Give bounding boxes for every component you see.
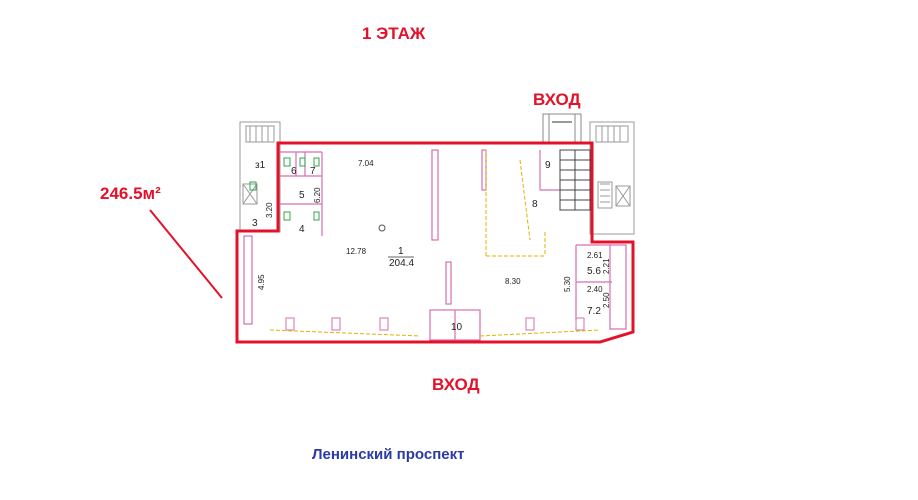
room-10-number: 10 (451, 322, 463, 333)
room-5-number: 5 (299, 190, 305, 201)
room-4-number: 4 (299, 224, 305, 235)
wc-2-area: 7.2 (587, 306, 601, 317)
interior-walls (243, 149, 627, 341)
room-9-number: 9 (545, 160, 551, 171)
dim-221-label: 2.21 (602, 258, 611, 274)
room-3-number: 3 (252, 218, 258, 229)
column-symbol (378, 224, 386, 232)
dim-top-label: 7.04 (358, 159, 374, 168)
neighbour-right (589, 121, 635, 235)
street-name-label: Ленинский проспект (312, 446, 465, 463)
room-z1-label: з1 (255, 160, 266, 171)
premises-outline (235, 141, 635, 344)
neighbour-left (239, 121, 281, 233)
total-area-label: 246.5м² (100, 184, 161, 203)
wc-1-area: 5.6 (587, 266, 601, 277)
entry-label-top: ВХОД (533, 90, 581, 109)
facade-columns (285, 317, 585, 331)
dim-261-label: 2.61 (587, 251, 603, 260)
area-leader-line (149, 209, 223, 299)
top-entry-vestibule (542, 113, 582, 145)
dim-mid-label: 12.78 (346, 247, 367, 256)
dimension-lines (269, 150, 601, 337)
sanitary-fixtures (249, 157, 320, 221)
dim-495-label: 4.95 (257, 274, 266, 290)
entry-label-bottom: ВХОД (432, 375, 480, 394)
dim-250-label: 2.50 (602, 292, 611, 308)
dim-320-label: 3.20 (265, 202, 274, 218)
dim-240-label: 2.40 (587, 285, 603, 294)
room-6-number: 6 (291, 166, 297, 177)
dim-830-label: 8.30 (505, 277, 521, 286)
room-8-number: 8 (532, 199, 538, 210)
room-1-area: 204.4 (389, 258, 414, 269)
floor-title: 1 ЭТАЖ (362, 24, 426, 43)
room-1-number: 1 (398, 246, 404, 257)
room-7-number: 7 (310, 166, 316, 177)
dim-530-label: 5.30 (563, 276, 572, 292)
dim-620-label: 6.20 (313, 187, 322, 203)
inner-staircase (559, 149, 591, 211)
